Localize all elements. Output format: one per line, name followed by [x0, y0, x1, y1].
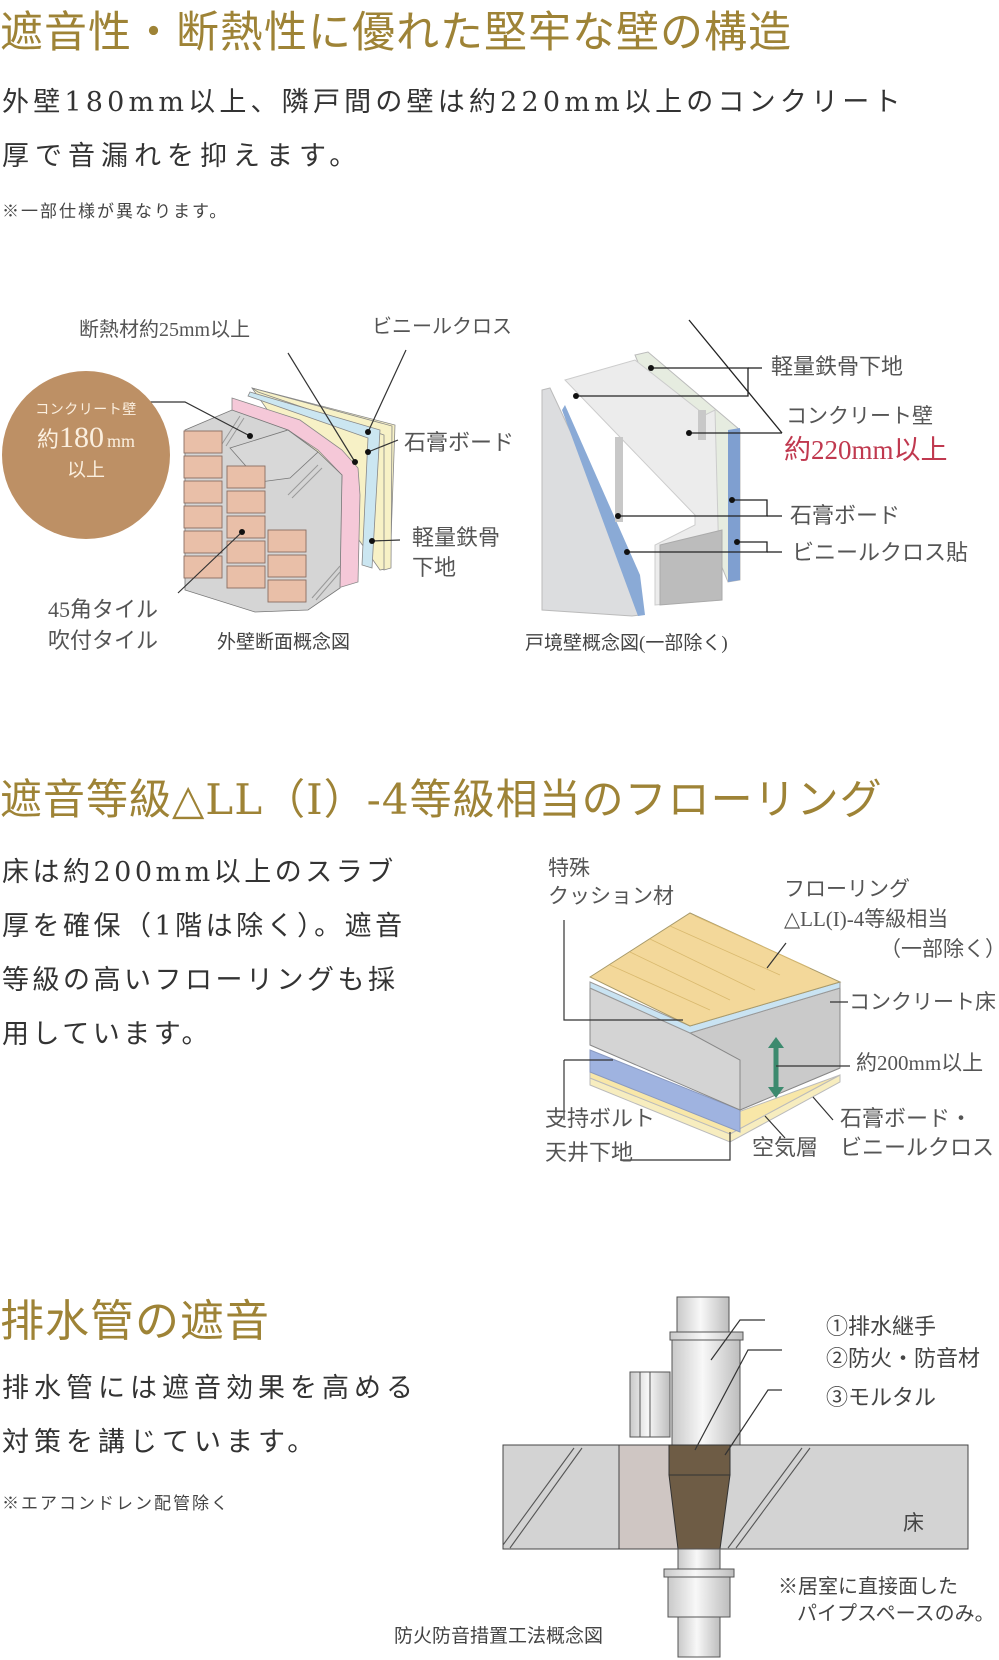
- label-steel-frame-2: 下地: [412, 555, 457, 580]
- label-partition-concrete: コンクリート壁: [786, 404, 933, 428]
- label-flooring: フローリング: [784, 877, 910, 901]
- label-tile: 45角タイル: [48, 597, 159, 622]
- pipe-diagram-caption: 防火防音措置工法概念図: [394, 1626, 604, 1647]
- label-vinyl-cloth: ビニールクロス: [372, 316, 512, 338]
- label-cushion: 特殊: [548, 856, 590, 880]
- label-concrete-floor: コンクリート床: [849, 990, 996, 1014]
- partition-wall-caption: 戸境壁概念図(一部除く): [525, 633, 728, 654]
- badge-suffix: 以上: [66, 460, 105, 481]
- wall-section-note: ※一部仕様が異なります。: [2, 202, 229, 222]
- wall-body-line-2: 厚で音漏れを抑えます。: [2, 141, 363, 172]
- label-fireproof-material: ②防火・防音材: [826, 1346, 981, 1371]
- pipe-section-note: ※エアコンドレン配管除く: [2, 1494, 230, 1514]
- label-partition-gypsum: 石膏ボード: [790, 503, 901, 528]
- label-steel-frame: 軽量鉄骨: [412, 525, 501, 550]
- exterior-wall-caption: 外壁断面概念図: [217, 632, 351, 653]
- label-cushion-2: クッション材: [548, 884, 674, 908]
- floor-body-line-1: 床は約200mm以上のスラブ: [2, 857, 397, 888]
- floor-section-body: 床は約200mm以上のスラブ 厚を確保（1階は除く）。遮音 等級の高いフローリン…: [2, 846, 406, 1062]
- label-flooring-grade: △LL(I)-4等級相当: [784, 907, 949, 931]
- label-air-layer: 空気層: [752, 1135, 819, 1160]
- pipe-illustration: [502, 1296, 969, 1658]
- pipe-body-line-2: 対策を講じています。: [2, 1427, 320, 1458]
- flooring-illustration: [563, 912, 850, 1161]
- wall-section-title: 遮音性・断熱性に優れた堅牢な壁の構造: [0, 8, 792, 58]
- label-tile-2: 吹付タイル: [48, 628, 159, 653]
- wall-body-line-1: 外壁180mm以上、隣戸間の壁は約220mm以上のコンクリート: [2, 87, 905, 118]
- pipe-section-body: 排水管には遮音効果を高める 対策を講じています。: [2, 1362, 418, 1470]
- label-support-bolt: 支持ボルト: [545, 1106, 656, 1131]
- label-partition-vinyl: ビニールクロス貼: [792, 540, 969, 565]
- label-insulation: 断熱材約25mm以上: [79, 319, 251, 341]
- label-drain-joint: ①排水継手: [826, 1314, 937, 1339]
- floor-section-title: 遮音等級△LL（I）-4等級相当のフローリング: [0, 775, 883, 824]
- floor-body-line-2: 厚を確保（1階は除く）。遮音: [2, 911, 406, 942]
- exterior-wall-illustration: [150, 349, 407, 613]
- label-mortar: ③モルタル: [826, 1385, 937, 1410]
- floor-body-line-4: 用しています。: [2, 1019, 212, 1050]
- label-gypsum-vinyl: 石膏ボード・: [840, 1106, 973, 1131]
- label-gypsum-vinyl-2: ビニールクロス: [840, 1135, 995, 1160]
- wall-section-body: 外壁180mm以上、隣戸間の壁は約220mm以上のコンクリート 厚で音漏れを抑え…: [2, 76, 905, 184]
- partition-wall-illustration: [541, 319, 783, 617]
- label-gypsum-board: 石膏ボード: [404, 430, 515, 455]
- label-partition-steel-frame: 軽量鉄骨下地: [771, 354, 904, 379]
- pipe-body-line-1: 排水管には遮音効果を高める: [2, 1373, 418, 1404]
- pipe-section-title: 排水管の遮音: [0, 1296, 270, 1347]
- badge-label: コンクリート壁: [35, 403, 137, 418]
- label-pipe-space-note-2: パイプスペースのみ。: [797, 1603, 995, 1625]
- label-pipe-space-note: ※居室に直接面した: [778, 1576, 958, 1598]
- label-flooring-note: （一部除く）: [880, 937, 999, 961]
- label-ceiling-base: 天井下地: [545, 1140, 634, 1165]
- floor-body-line-3: 等級の高いフローリングも採: [2, 965, 399, 996]
- label-floor: 床: [903, 1511, 924, 1535]
- label-partition-thickness: 約220mm以上: [784, 435, 948, 465]
- label-slab-thickness: 約200mm以上: [856, 1051, 984, 1075]
